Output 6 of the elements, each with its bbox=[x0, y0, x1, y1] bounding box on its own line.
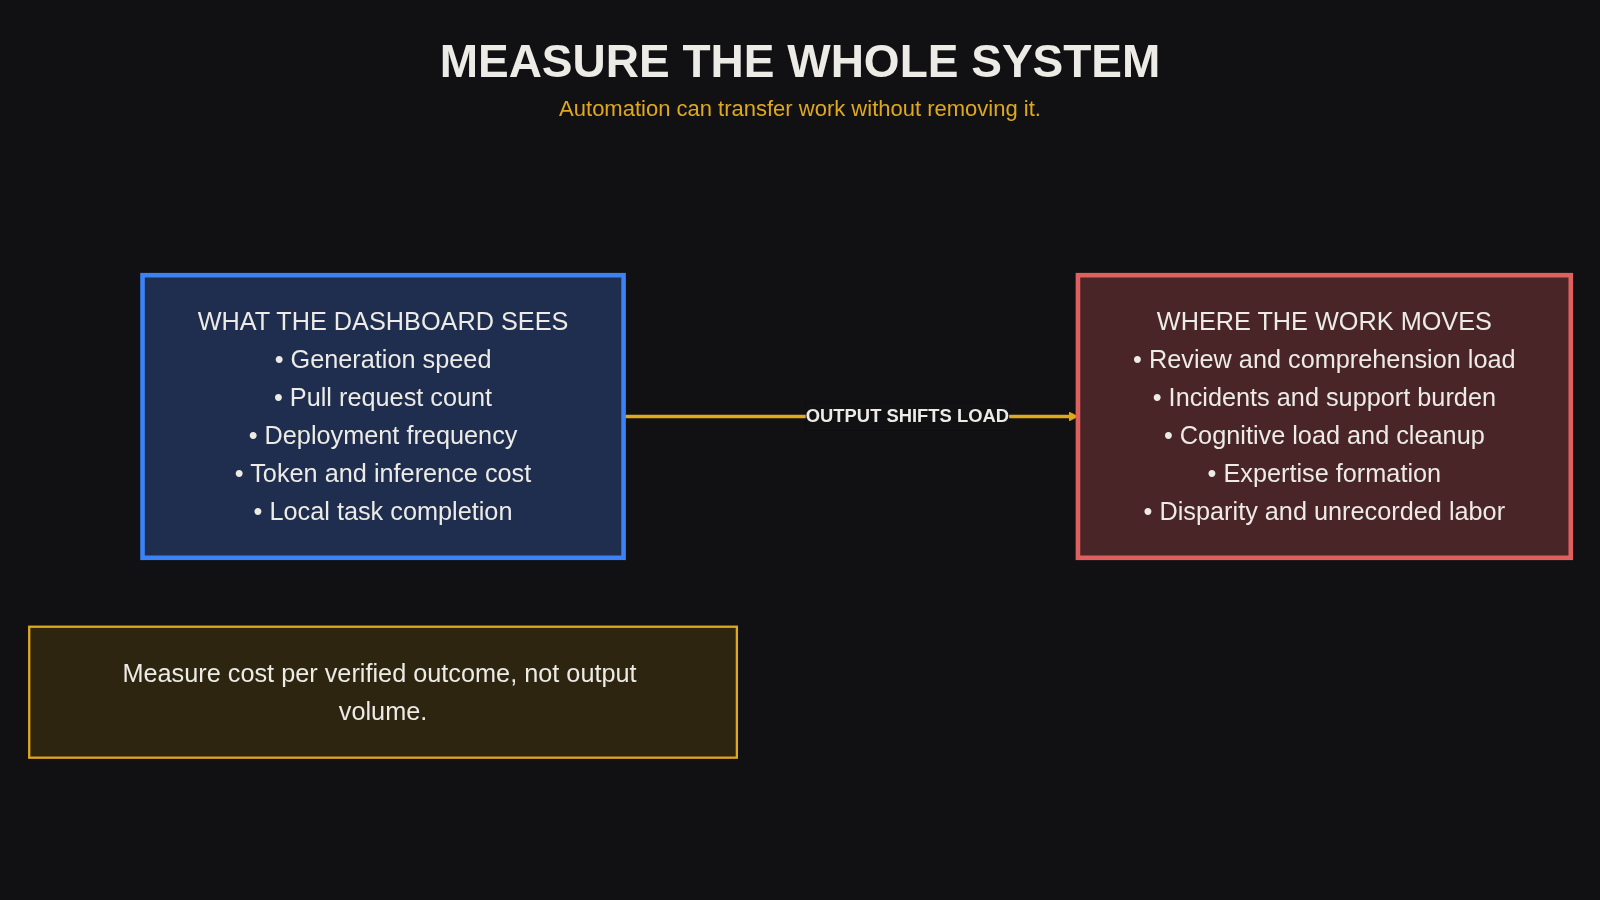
node-box: WHERE THE WORK MOVES • Review and comprehension load • Incidents and support burden • Cognitive load and cleanup • Expertise formation • Disparity and unrecorded labor bbox=[1075, 272, 1574, 560]
subtitle: Automation can transfer work without removing it. bbox=[559, 96, 1041, 122]
node-box: Measure cost per verified outcome, not output volume. bbox=[28, 625, 738, 759]
node-box: WHAT THE DASHBOARD SEES • Generation speed • Pull request count • Deployment frequency • Token and inference cost • Local task completion bbox=[140, 272, 626, 560]
title: MEASURE THE WHOLE SYSTEM bbox=[439, 34, 1161, 88]
edge-label: OUTPUT SHIFTS LOAD bbox=[805, 405, 1010, 426]
